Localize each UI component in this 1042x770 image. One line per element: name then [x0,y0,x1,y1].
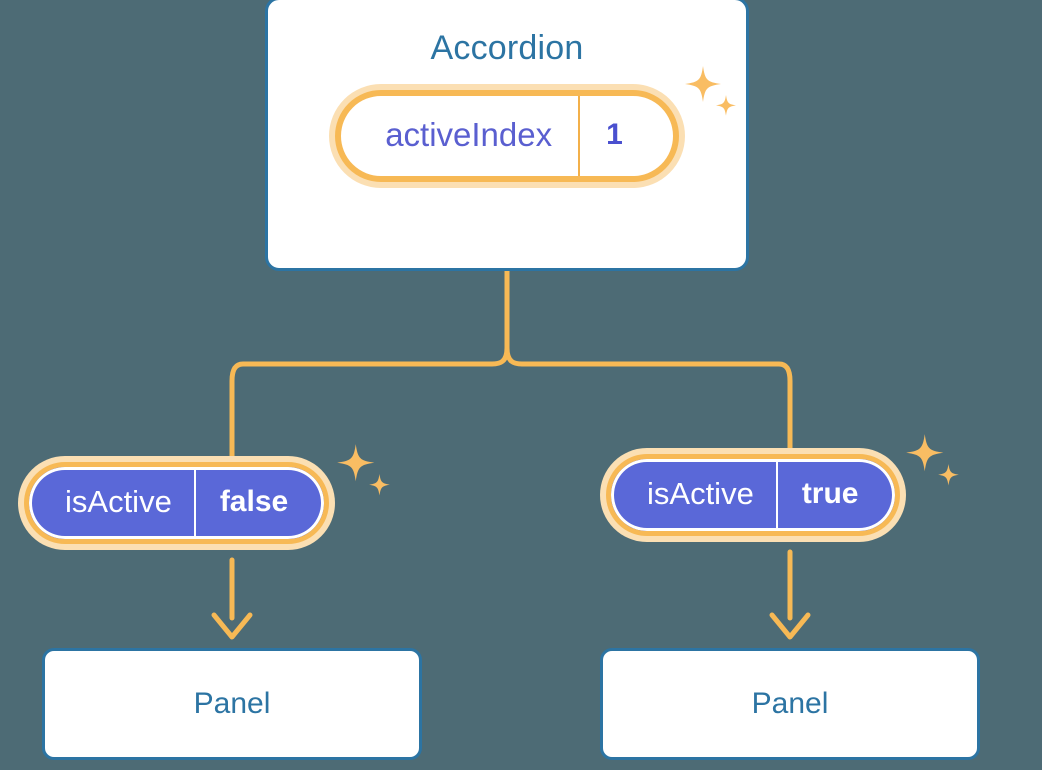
component-card-panel-right[interactable]: Panel [600,648,980,760]
state-pill-wrap-right: isActive true [600,434,959,542]
panel-label: Panel [193,687,271,720]
sparkle-icon-right [905,434,959,486]
arrow-down-icon-left [211,612,253,640]
state-key-label: isActive [647,476,754,511]
state-value-label: false [193,467,324,539]
connector-branch-left [229,345,510,473]
state-pill-wrap-active-index: activeIndex 1 [329,66,736,188]
state-key-label: activeIndex [385,116,553,153]
state-pill-wrap-left: isActive false [18,444,390,550]
state-badge-active-index[interactable]: activeIndex 1 [329,84,685,188]
state-key-label: isActive [65,484,172,519]
state-badge-is-active-true[interactable]: isActive true [600,448,906,542]
page-title: Accordion [430,29,584,67]
panel-label: Panel [751,687,829,720]
state-value-label: 1 [578,96,673,176]
state-value-label: true [775,459,895,531]
arrow-down-icon-right [769,612,811,640]
sparkle-icon-left [337,444,390,496]
component-card-panel-left[interactable]: Panel [42,648,422,760]
component-card-accordion[interactable]: Accordion activeIndex 1 [265,0,749,271]
sparkle-icon-root [684,66,736,116]
state-badge-is-active-false[interactable]: isActive false [18,456,336,550]
